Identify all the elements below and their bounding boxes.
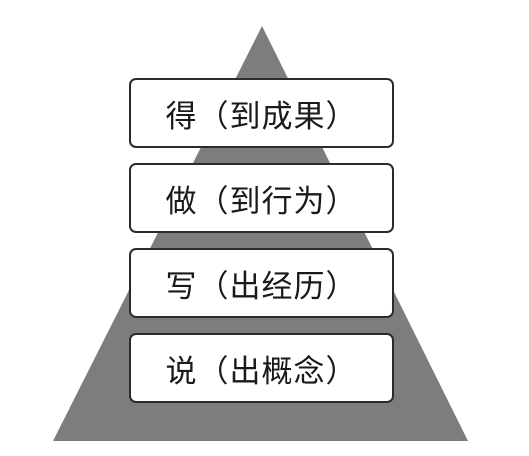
pyramid-level-third: 写（出经历） [129,248,394,318]
pyramid-level-top: 得（到成果） [129,78,394,148]
pyramid-level-bottom: 说（出概念） [129,333,394,403]
level-label: 做（到行为） [165,183,358,220]
level-label: 得（到成果） [165,98,358,135]
level-label: 说（出概念） [165,353,358,390]
level-label: 写（出经历） [165,268,358,305]
pyramid-level-second: 做（到行为） [129,163,394,233]
